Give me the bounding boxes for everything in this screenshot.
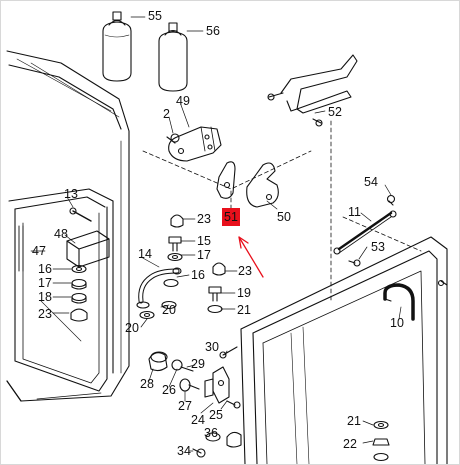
callout-53: 53 <box>371 240 385 254</box>
hardware-lower <box>148 346 242 458</box>
callout-29: 29 <box>191 357 205 371</box>
hardware-left-stack <box>70 264 88 322</box>
callout-2: 2 <box>163 107 170 121</box>
callout-48: 48 <box>54 227 68 241</box>
bracket-48 <box>66 207 110 268</box>
callout-13: 13 <box>64 187 78 201</box>
gas-bottle-56 <box>158 22 188 92</box>
hardware-right <box>372 420 390 462</box>
callout-20-center: 20 <box>162 303 176 317</box>
callout-22: 22 <box>343 437 357 451</box>
cab-body <box>6 50 130 402</box>
callout-30: 30 <box>205 340 219 354</box>
callout-47: 47 <box>32 244 46 258</box>
callout-50: 50 <box>277 210 291 224</box>
strut-11 <box>333 194 397 267</box>
callout-36: 36 <box>204 426 218 440</box>
callout-10: 10 <box>390 316 404 330</box>
part-51 <box>216 161 236 199</box>
callout-56: 56 <box>206 24 220 38</box>
callout-17-left: 17 <box>38 276 52 290</box>
handle-10 <box>383 283 415 321</box>
hardware-center-stack <box>139 214 226 320</box>
callout-26: 26 <box>162 383 176 397</box>
callout-18: 18 <box>38 290 52 304</box>
leader-lines <box>30 16 402 452</box>
callout-34: 34 <box>177 444 191 458</box>
assembly-guides <box>142 120 422 302</box>
callout-21-right: 21 <box>347 414 361 428</box>
callout-17-center: 17 <box>197 248 211 262</box>
callout-14: 14 <box>138 247 152 261</box>
gas-bottle-55 <box>102 11 132 82</box>
callout-52: 52 <box>328 105 342 119</box>
callout-55: 55 <box>148 9 162 23</box>
callout-16-center: 16 <box>191 268 205 282</box>
callout-28: 28 <box>140 377 154 391</box>
callout-16-left: 16 <box>38 262 52 276</box>
callout-23-right: 23 <box>238 264 252 278</box>
callout-49: 49 <box>176 94 190 108</box>
callout-24: 24 <box>191 413 205 427</box>
callout-21-center: 21 <box>237 303 251 317</box>
callout-20-left: 20 <box>125 321 139 335</box>
callout-15: 15 <box>197 234 211 248</box>
callout-23-left: 23 <box>38 307 52 321</box>
screw-2 <box>166 133 180 144</box>
highlighted-callout-51[interactable]: 51 <box>222 208 240 226</box>
hinge-49 <box>168 126 222 162</box>
callout-19: 19 <box>237 286 251 300</box>
bracket-52 <box>267 54 358 127</box>
highlight-arrow <box>238 236 264 278</box>
callout-23-top: 23 <box>197 212 211 226</box>
callout-27: 27 <box>178 399 192 413</box>
callout-11: 11 <box>348 205 361 219</box>
callout-54: 54 <box>364 175 378 189</box>
rod-14 <box>136 267 182 309</box>
door-frame <box>240 236 448 464</box>
callout-25: 25 <box>209 408 223 422</box>
part-50 <box>246 162 279 208</box>
